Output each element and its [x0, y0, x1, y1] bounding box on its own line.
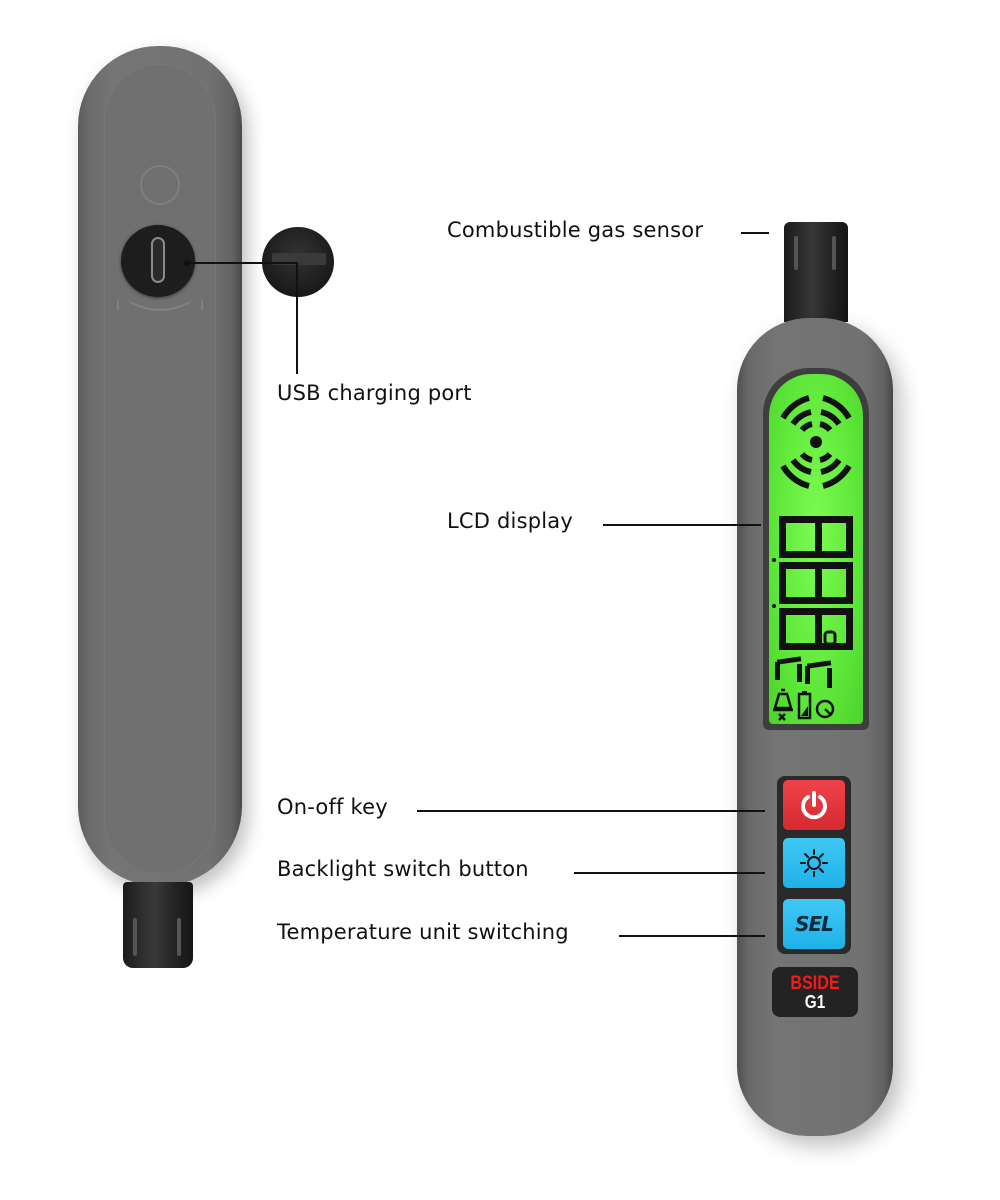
battery-icon	[797, 691, 812, 720]
radiating-signal-icon	[780, 395, 852, 489]
power-key-label: On-off key	[277, 795, 388, 819]
lcd-segments	[772, 395, 853, 721]
open-arrow-icon	[117, 300, 203, 311]
backlight-label: Backlight switch button	[277, 857, 529, 881]
lcd-leader-line	[603, 524, 761, 526]
temp-unit-label: Temperature unit switching	[277, 920, 569, 944]
model-name: G1	[804, 991, 826, 1012]
degree-symbol	[823, 630, 837, 646]
clock-icon	[815, 699, 835, 719]
gas-sensor-probe-back	[123, 882, 193, 968]
gas-sensor-probe	[784, 222, 848, 322]
lcd-label: LCD display	[447, 509, 573, 533]
brand-name: BSIDE	[790, 972, 840, 994]
temp-unit-leader-line	[619, 935, 765, 937]
brand-logo-icon	[140, 165, 180, 205]
power-leader-line	[417, 810, 765, 812]
sun-icon	[800, 849, 828, 877]
lcd-display	[769, 374, 863, 724]
usb-c-port-icon	[151, 237, 165, 283]
brand-badge: BSIDE G1	[772, 967, 858, 1017]
bell-mute-icon	[773, 688, 793, 721]
usb-port-label: USB charging port	[277, 381, 472, 405]
gas-sensor-leader-line	[741, 232, 769, 234]
sel-button[interactable]: SEL	[783, 899, 845, 949]
backlight-button[interactable]	[783, 838, 845, 888]
main-digits	[772, 516, 853, 650]
sub-digits	[775, 656, 832, 688]
usb-leader-line-h	[186, 262, 298, 264]
backlight-leader-line	[574, 872, 765, 874]
leader-dot	[184, 260, 190, 266]
gas-sensor-label: Combustible gas sensor	[447, 218, 704, 242]
power-icon	[801, 791, 827, 820]
sel-button-label: SEL	[795, 912, 834, 936]
power-button[interactable]	[783, 780, 845, 830]
usb-leader-line-v	[296, 262, 298, 374]
